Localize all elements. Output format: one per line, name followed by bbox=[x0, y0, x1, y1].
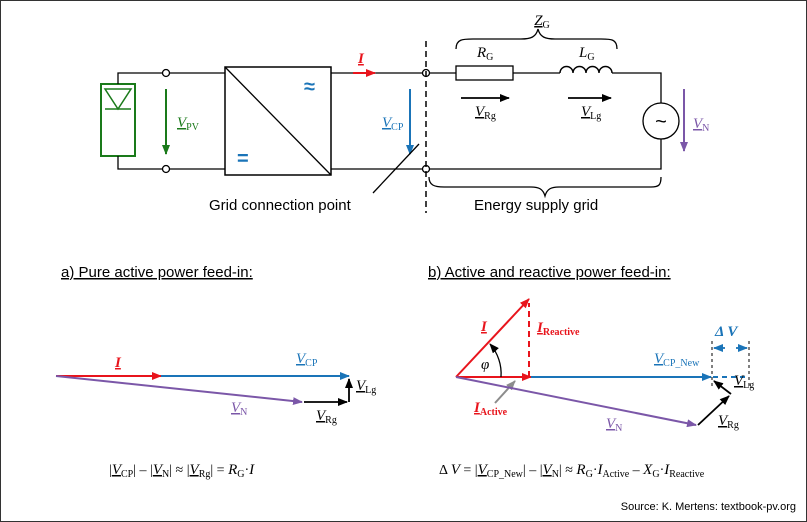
energy-grid-label: Energy supply grid bbox=[474, 197, 598, 214]
inductor bbox=[559, 65, 613, 74]
inverter: ≈ = bbox=[224, 66, 332, 176]
b-v-rg-label: VRg bbox=[718, 413, 739, 431]
equals-symbol-icon: = bbox=[237, 148, 249, 170]
a-v-n-label: VN bbox=[231, 400, 247, 418]
v-cp-label: VCP bbox=[382, 115, 404, 133]
impedance-label: ZG bbox=[534, 13, 550, 31]
phi-label: φ bbox=[481, 357, 489, 373]
b-v-cp-new-label: VCP_New bbox=[654, 351, 700, 369]
a-current-label: I bbox=[114, 355, 122, 371]
source-credit: Source: K. Mertens: textbook-pv.org bbox=[621, 501, 796, 513]
wire-pv-bottom bbox=[117, 156, 164, 170]
b-v-n-phasor bbox=[455, 376, 697, 428]
a-equation: |VCP| – |VN| ≈ |VRg| = RG·I bbox=[109, 462, 255, 480]
ac-source-symbol: ~ bbox=[655, 111, 667, 133]
phasor-diagram-b: b) Active and reactive power feed-in: I … bbox=[428, 264, 754, 480]
wire-pv-top bbox=[117, 72, 164, 84]
v-pv-label: VPV bbox=[177, 115, 200, 133]
terminal-dc-bottom bbox=[161, 164, 171, 174]
a-v-cp-label: VCP bbox=[296, 351, 318, 369]
energy-grid-brace bbox=[428, 176, 662, 199]
b-equation: Δ V = |VCP_New| – |VN| ≈ RG·IActive – XG… bbox=[439, 462, 705, 480]
diagram-b-heading: b) Active and reactive power feed-in: bbox=[428, 264, 671, 281]
resistor-label: RG bbox=[476, 45, 493, 63]
a-v-n-phasor bbox=[55, 375, 303, 406]
b-v-n-label: VN bbox=[606, 416, 622, 434]
b-reactive-label: IReactive bbox=[536, 320, 580, 338]
approx-symbol-icon: ≈ bbox=[304, 76, 315, 98]
grid-connection-label: Grid connection point bbox=[209, 197, 352, 214]
a-v-rg-label: VRg bbox=[316, 408, 337, 426]
resistor bbox=[455, 65, 514, 81]
b-v-lg-phasor bbox=[713, 380, 732, 395]
delta-v-label: Δ V bbox=[714, 324, 739, 340]
diagram-a-heading: a) Pure active power feed-in: bbox=[61, 264, 253, 281]
current-label: I bbox=[357, 51, 365, 67]
active-pointer bbox=[494, 380, 516, 404]
grid-connection-leader bbox=[372, 143, 420, 194]
v-rg-label: VRg bbox=[475, 104, 496, 122]
phasor-diagram-a: a) Pure active power feed-in: I VCP VN V… bbox=[55, 264, 376, 480]
phi-arc bbox=[489, 343, 502, 378]
inductor-label: LG bbox=[578, 45, 595, 63]
b-current-phasor bbox=[455, 298, 530, 378]
solar-panel-icon bbox=[100, 83, 136, 157]
b-v-lg-label: VLg bbox=[734, 373, 754, 391]
v-n-label: VN bbox=[693, 116, 709, 134]
v-lg-label: VLg bbox=[581, 104, 601, 122]
b-current-label: I bbox=[480, 319, 488, 335]
impedance-brace bbox=[455, 28, 618, 50]
b-active-label: IActive bbox=[473, 400, 508, 418]
b-v-rg-phasor bbox=[697, 395, 730, 426]
terminal-dc-top bbox=[161, 68, 171, 78]
a-v-lg-label: VLg bbox=[356, 378, 376, 396]
circuit: VPV ≈ = I VCP Grid connection point bbox=[100, 13, 709, 214]
